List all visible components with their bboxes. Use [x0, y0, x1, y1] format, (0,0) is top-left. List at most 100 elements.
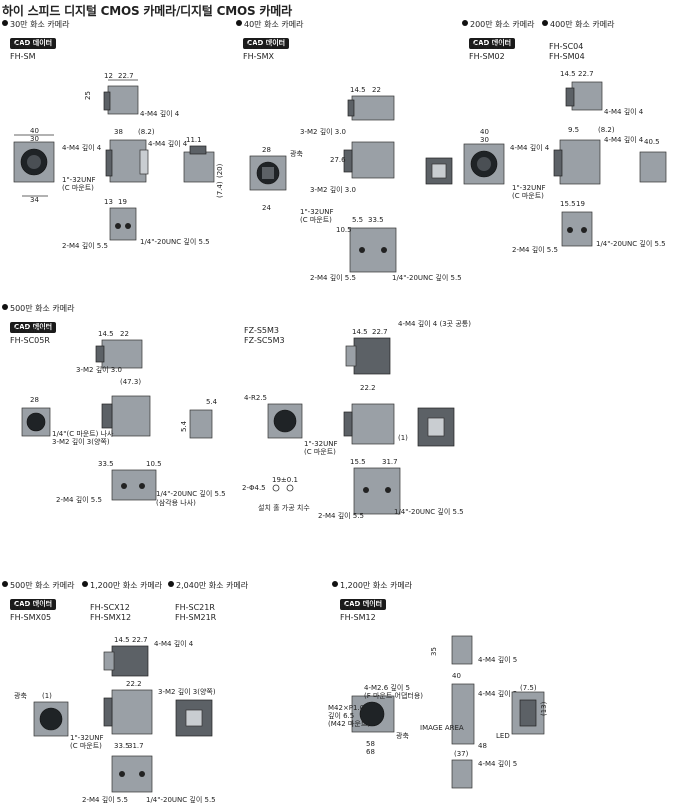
cad-link-500b[interactable]: CAD 데이터 — [10, 591, 57, 610]
note-label: 1/4"-20UNC 깊이 5.5 — [156, 489, 226, 498]
dim-label: 22.2 — [126, 680, 142, 688]
note-label: 3-M2 깊이 3(양쪽) — [52, 437, 110, 446]
model-name: FH-SM05R — [10, 326, 52, 335]
note-label: 2-M4 깊이 5.5 — [62, 241, 108, 250]
dim-label: 48 — [478, 742, 487, 750]
dim-label: 24 — [262, 204, 271, 212]
note-label: 광축 — [14, 691, 27, 700]
dim-label: 13 — [104, 198, 113, 206]
note-label: (C 마운트) — [62, 183, 94, 192]
drawing-40-rear-view — [425, 157, 453, 185]
dim-label: 28 — [30, 396, 39, 404]
dim-label: 22.7 — [578, 70, 594, 78]
drawing-scx-bottom-view: 33.5 31.7 2-M4 깊이 5.5 1/4"-20UNC 깊이 5.5 — [82, 742, 216, 804]
model-name: FH-SMX05 — [10, 613, 52, 622]
note-label: 3-M2 깊이 3.0 — [310, 185, 356, 194]
bullet-icon — [168, 581, 174, 587]
model-name: FH-SC21R — [175, 603, 215, 612]
note-label: 4-R2.5 — [244, 394, 267, 402]
bullet-icon — [2, 581, 8, 587]
cad-link-40[interactable]: CAD 데이터 — [243, 30, 290, 49]
dim-label: 19 — [576, 200, 585, 208]
cad-link-30[interactable]: CAD 데이터 — [10, 30, 57, 49]
cad-badge[interactable]: CAD 데이터 — [469, 38, 516, 49]
cad-badge[interactable]: CAD 데이터 — [243, 38, 290, 49]
cad-link-500[interactable]: CAD 데이터 — [10, 314, 57, 333]
drawing-30-bottom-view: 13 19 2-M4 깊이 5.5 1/4"-20UNC 깊이 5.5 — [62, 198, 210, 250]
dim-label: 30 — [30, 135, 39, 143]
drawing-fz-bottom-view: 15.5 31.7 2-M4 깊이 5.5 1/4"-20UNC 깊이 5.5 — [318, 458, 464, 520]
dim-label: 33.5 — [114, 742, 130, 750]
dim-label: 22.7 — [372, 328, 388, 336]
note-label: (삼각용 나사) — [156, 498, 196, 507]
drawing-sc12-bottom-view: (37) 4-M4 깊이 5 — [451, 750, 517, 789]
model-name: FH-SCX — [243, 42, 273, 51]
cad-badge[interactable]: CAD 데이터 — [10, 38, 57, 49]
model-name: FZ-S5M3 — [244, 326, 279, 335]
drawing-200-front-view: 40 30 4-M4 깊이 4 1"-32UNF (C 마운트) — [463, 128, 550, 200]
note-label: IMAGE AREA — [420, 724, 464, 732]
drawing-30-top-view: 12 22.7 25 4-M4 깊이 4 — [84, 72, 180, 118]
section-400-label: 400만 화소 카메라 — [550, 20, 615, 29]
model-name: FH-SM — [10, 52, 36, 61]
note-label: (F 마운트 어댑터용) — [364, 691, 423, 700]
dim-label: 22.7 — [132, 636, 148, 644]
dim-label: 14.5 — [350, 86, 366, 94]
model-name: FH-SCX12 — [90, 603, 130, 612]
section-500-label: 500만 화소 카메라 — [10, 304, 75, 313]
section-30-header: 30만 화소 카메라 — [2, 19, 69, 30]
cad-badge[interactable]: CAD 데이터 — [10, 599, 57, 610]
drawing-scx-side-view: 22.2 3-M2 깊이 3(양쪽) — [103, 680, 216, 735]
dim-label: 34 — [30, 196, 39, 204]
note-label: 4-M4 깊이 4 (3곳 공통) — [398, 319, 471, 328]
bullet-icon — [462, 20, 468, 26]
dim-label: 22.2 — [360, 384, 376, 392]
note-label: (C 마운트) — [512, 191, 544, 200]
note-label: 1/4"-20UNC 깊이 5.5 — [392, 273, 462, 282]
drawing-30-rear-view: 11.1 (20) (7.4) — [183, 136, 224, 198]
dim-label: 14.5 — [98, 330, 114, 338]
model-name: FH-SC04 — [549, 42, 584, 51]
note-label: 1/4"-20UNC 깊이 5.5 — [146, 795, 216, 804]
dim-label: 14.5 — [114, 636, 130, 644]
model-name: FH-SM02 — [469, 52, 505, 61]
dim-label: 27.6 — [330, 156, 346, 164]
drawing-scx-rear-view — [175, 699, 213, 737]
note-label: 4-M4 깊이 5 — [478, 655, 517, 664]
cad-badge[interactable]: CAD 데이터 — [340, 599, 387, 610]
dim-label: (47.3) — [120, 378, 141, 386]
note-label: 1"-32UNF — [512, 184, 546, 192]
cad-badge[interactable]: CAD 데이터 — [10, 322, 57, 333]
note-label: 1"-32UNF — [62, 176, 96, 184]
drawing-sc12-rear-view: (7.5) LED (13) — [496, 684, 548, 740]
cad-link-1200b[interactable]: CAD 데이터 — [340, 591, 387, 610]
dim-label: 31.7 — [382, 458, 398, 466]
dim-label: 5.4 — [180, 420, 188, 432]
drawing-40-side-view: 27.6 3-M2 깊이 3.0 — [310, 141, 395, 194]
dim-label: 35 — [430, 647, 438, 656]
section-500b-label: 500만 화소 카메라 — [10, 581, 75, 590]
dim-label: 40 — [452, 672, 461, 680]
note-label: 4-M4 깊이 4 — [604, 107, 644, 116]
drawing-fz-rear-view — [417, 407, 455, 447]
drawing-40-bottom-view: 5.5 33.5 10.5 2-M4 깊이 5.5 1/4"-20UNC 깊이 … — [310, 216, 462, 282]
drawing-500-top-view: 14.5 22 3-M2 깊이 3.0 — [76, 330, 143, 374]
note-label: 4-M4 깊이 4 — [62, 143, 102, 152]
drawing-500-bottom-view: 33.5 10.5 2-M4 깊이 5.5 1/4"-20UNC 깊이 5.5 … — [56, 460, 226, 507]
note-label: 4-M4 깊이 4 — [140, 109, 180, 118]
model-name: FH-SMX — [243, 52, 274, 61]
bullet-icon — [2, 20, 8, 26]
dim-label: 5.5 — [352, 216, 363, 224]
dim-label: 33.5 — [368, 216, 384, 224]
section-2040-label: 2,040만 화소 카메라 — [176, 581, 249, 590]
dim-label: 10.5 — [336, 226, 352, 234]
note-label: 광축 — [290, 149, 303, 158]
section-400-header: 400만 화소 카메라 — [542, 19, 615, 30]
dim-label: 58 — [366, 740, 375, 748]
section-1200b-header: 1,200만 화소 카메라 — [332, 580, 412, 591]
drawing-fz-install-holes: 2-Φ4.5 19±0.1 설치 홀 가공 치수 — [242, 476, 310, 512]
cad-link-200[interactable]: CAD 데이터 — [469, 30, 516, 49]
